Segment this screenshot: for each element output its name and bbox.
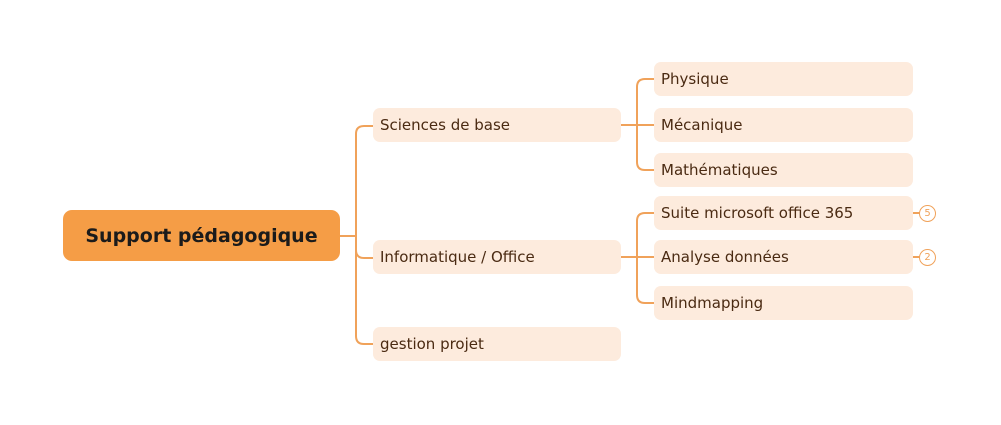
subtopic-mecanique[interactable]: Mécanique [654,108,913,142]
root-node[interactable]: Support pédagogique [63,210,340,261]
connector-root-to-gestion-projet [355,235,374,345]
connector-root-to-informatique-office [355,235,374,259]
topic-informatique-office[interactable]: Informatique / Office [373,240,621,274]
topic-gestion-projet[interactable]: gestion projet [373,327,621,361]
collapsed-count-badge-suite-office[interactable]: 5 [919,205,936,222]
connector-sciences-to-mathematiques [636,124,655,171]
subtopic-physique[interactable]: Physique [654,62,913,96]
subtopic-suite-microsoft-office-365[interactable]: Suite microsoft office 365 [654,196,913,230]
collapsed-count-badge-analyse-donnees[interactable]: 2 [919,249,936,266]
subtopic-mindmapping[interactable]: Mindmapping [654,286,913,320]
connector-informatique-to-suite-office [636,212,655,258]
topic-sciences-de-base[interactable]: Sciences de base [373,108,621,142]
connector-root-to-sciences-de-base [355,125,374,237]
subtopic-analyse-donnees[interactable]: Analyse données [654,240,913,274]
connector-sciences-to-physique [636,78,655,126]
subtopic-mathematiques[interactable]: Mathématiques [654,153,913,187]
connector-informatique-to-mindmapping [636,256,655,304]
